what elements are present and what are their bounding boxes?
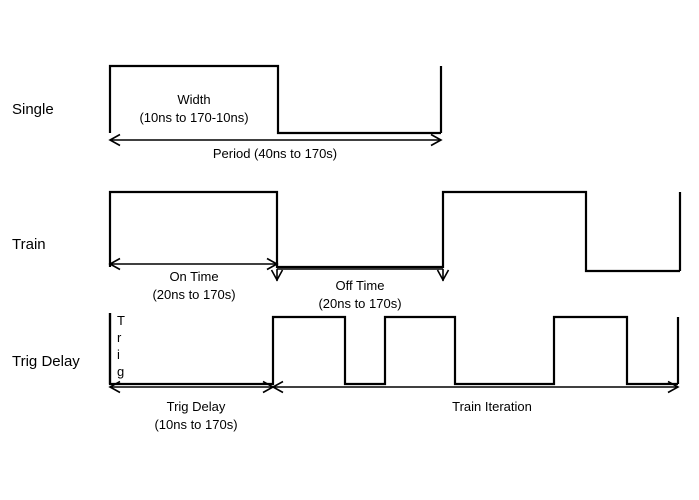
on-time-arrowhead-right xyxy=(266,257,279,271)
waveform-train xyxy=(108,190,680,273)
row-single: Single Width (10ns to 170-10ns) Period (… xyxy=(12,64,443,161)
row-label-train: Train xyxy=(12,236,46,253)
train-iteration-arrowhead-left xyxy=(271,380,284,394)
train-iteration-arrowhead-right xyxy=(667,380,680,394)
train-iteration-label: Train Iteration xyxy=(452,399,532,414)
off-time-label-line1: Off Time xyxy=(336,278,385,293)
trig-delay-arrowhead-left xyxy=(108,380,121,394)
period-arrowhead-left xyxy=(108,133,121,147)
trig-delay-label-line2: (10ns to 170s) xyxy=(154,417,237,432)
row-trig-delay: Trig Delay Trig Trig Delay (10ns to 170s… xyxy=(12,313,680,432)
row-label-single: Single xyxy=(12,101,54,118)
row-label-trig-delay: Trig Delay xyxy=(12,353,80,370)
off-time-label-line2: (20ns to 170s) xyxy=(318,296,401,311)
dimension-group-single xyxy=(108,133,443,147)
dimension-group-trig-delay xyxy=(108,380,680,394)
on-time-arrowhead-left xyxy=(108,257,121,271)
dimension-group-train xyxy=(108,257,450,282)
trig-letter-i: i xyxy=(117,347,120,362)
on-time-label-line2: (20ns to 170s) xyxy=(152,287,235,302)
period-arrowhead-right xyxy=(430,133,443,147)
waveform-trig-delay xyxy=(108,313,678,386)
trig-vertical-label: Trig xyxy=(117,313,125,379)
trig-delay-label-line1: Trig Delay xyxy=(167,399,226,414)
trig-letter-r: r xyxy=(117,330,122,345)
on-time-label-line1: On Time xyxy=(169,269,218,284)
trig-letter-t: T xyxy=(117,313,125,328)
waveform-single xyxy=(108,64,441,135)
period-dimension-label: Period (40ns to 170s) xyxy=(213,146,337,161)
width-label-line1: Width xyxy=(177,92,210,107)
row-train: Train On Time (20ns to 170s) Off Time (2… xyxy=(12,190,682,311)
width-label-line2: (10ns to 170-10ns) xyxy=(139,110,248,125)
trig-letter-g: g xyxy=(117,364,124,379)
